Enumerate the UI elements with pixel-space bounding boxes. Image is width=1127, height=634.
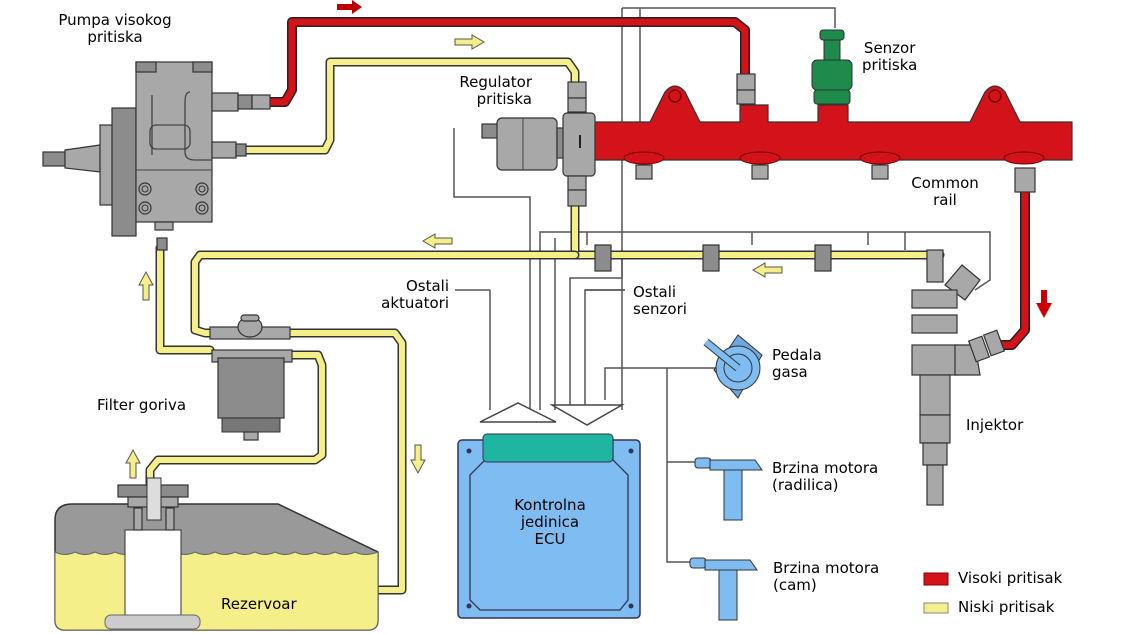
injector [911, 249, 1006, 506]
sensor-input-arrow [549, 404, 625, 426]
common-rail [589, 73, 1073, 193]
high-pressure-pump [42, 61, 271, 251]
legend-label-low: Niski pritisak [958, 598, 1055, 616]
pressure-regulator [481, 81, 596, 207]
ecu-unit [457, 433, 641, 619]
flow-arrow-down-yellow [410, 444, 426, 475]
flow-arrow-left-yellow [422, 233, 453, 249]
legend-label-high: Visoki pritisak [958, 569, 1063, 587]
return-fittings [594, 244, 832, 272]
legend-swatch-low [923, 602, 949, 614]
cam-speed-sensor [689, 557, 758, 621]
ecu-wiring [453, 7, 991, 563]
label-tank: Rezervoar [221, 595, 297, 613]
crank-speed-sensor [694, 457, 763, 521]
flow-arrow-right-red [337, 0, 362, 14]
flow-arrow-right-yellow [454, 34, 485, 50]
flow-arrow-up-yellow-2 [125, 448, 141, 479]
throttle-pedal-sensor [703, 334, 763, 399]
actuator-output-arrow [479, 402, 557, 423]
flow-arrow-up-yellow [138, 270, 154, 301]
legend-swatch-high [923, 572, 949, 586]
flow-arrows [125, 0, 1052, 479]
label-crank-speed: Brzina motora(radilica) [772, 459, 879, 494]
label-injector: Injektor [966, 416, 1024, 434]
flow-arrow-left-yellow-2 [752, 262, 783, 278]
pressure-sensor [811, 29, 853, 105]
label-cam-speed: Brzina motora(cam) [773, 559, 880, 594]
flow-arrow-down-red [1036, 290, 1052, 318]
label-fuel-filter: Filter goriva [97, 396, 187, 414]
high-pressure-lines [265, 17, 1030, 350]
fuel-filter [209, 314, 293, 441]
fuel-tank [54, 477, 379, 631]
